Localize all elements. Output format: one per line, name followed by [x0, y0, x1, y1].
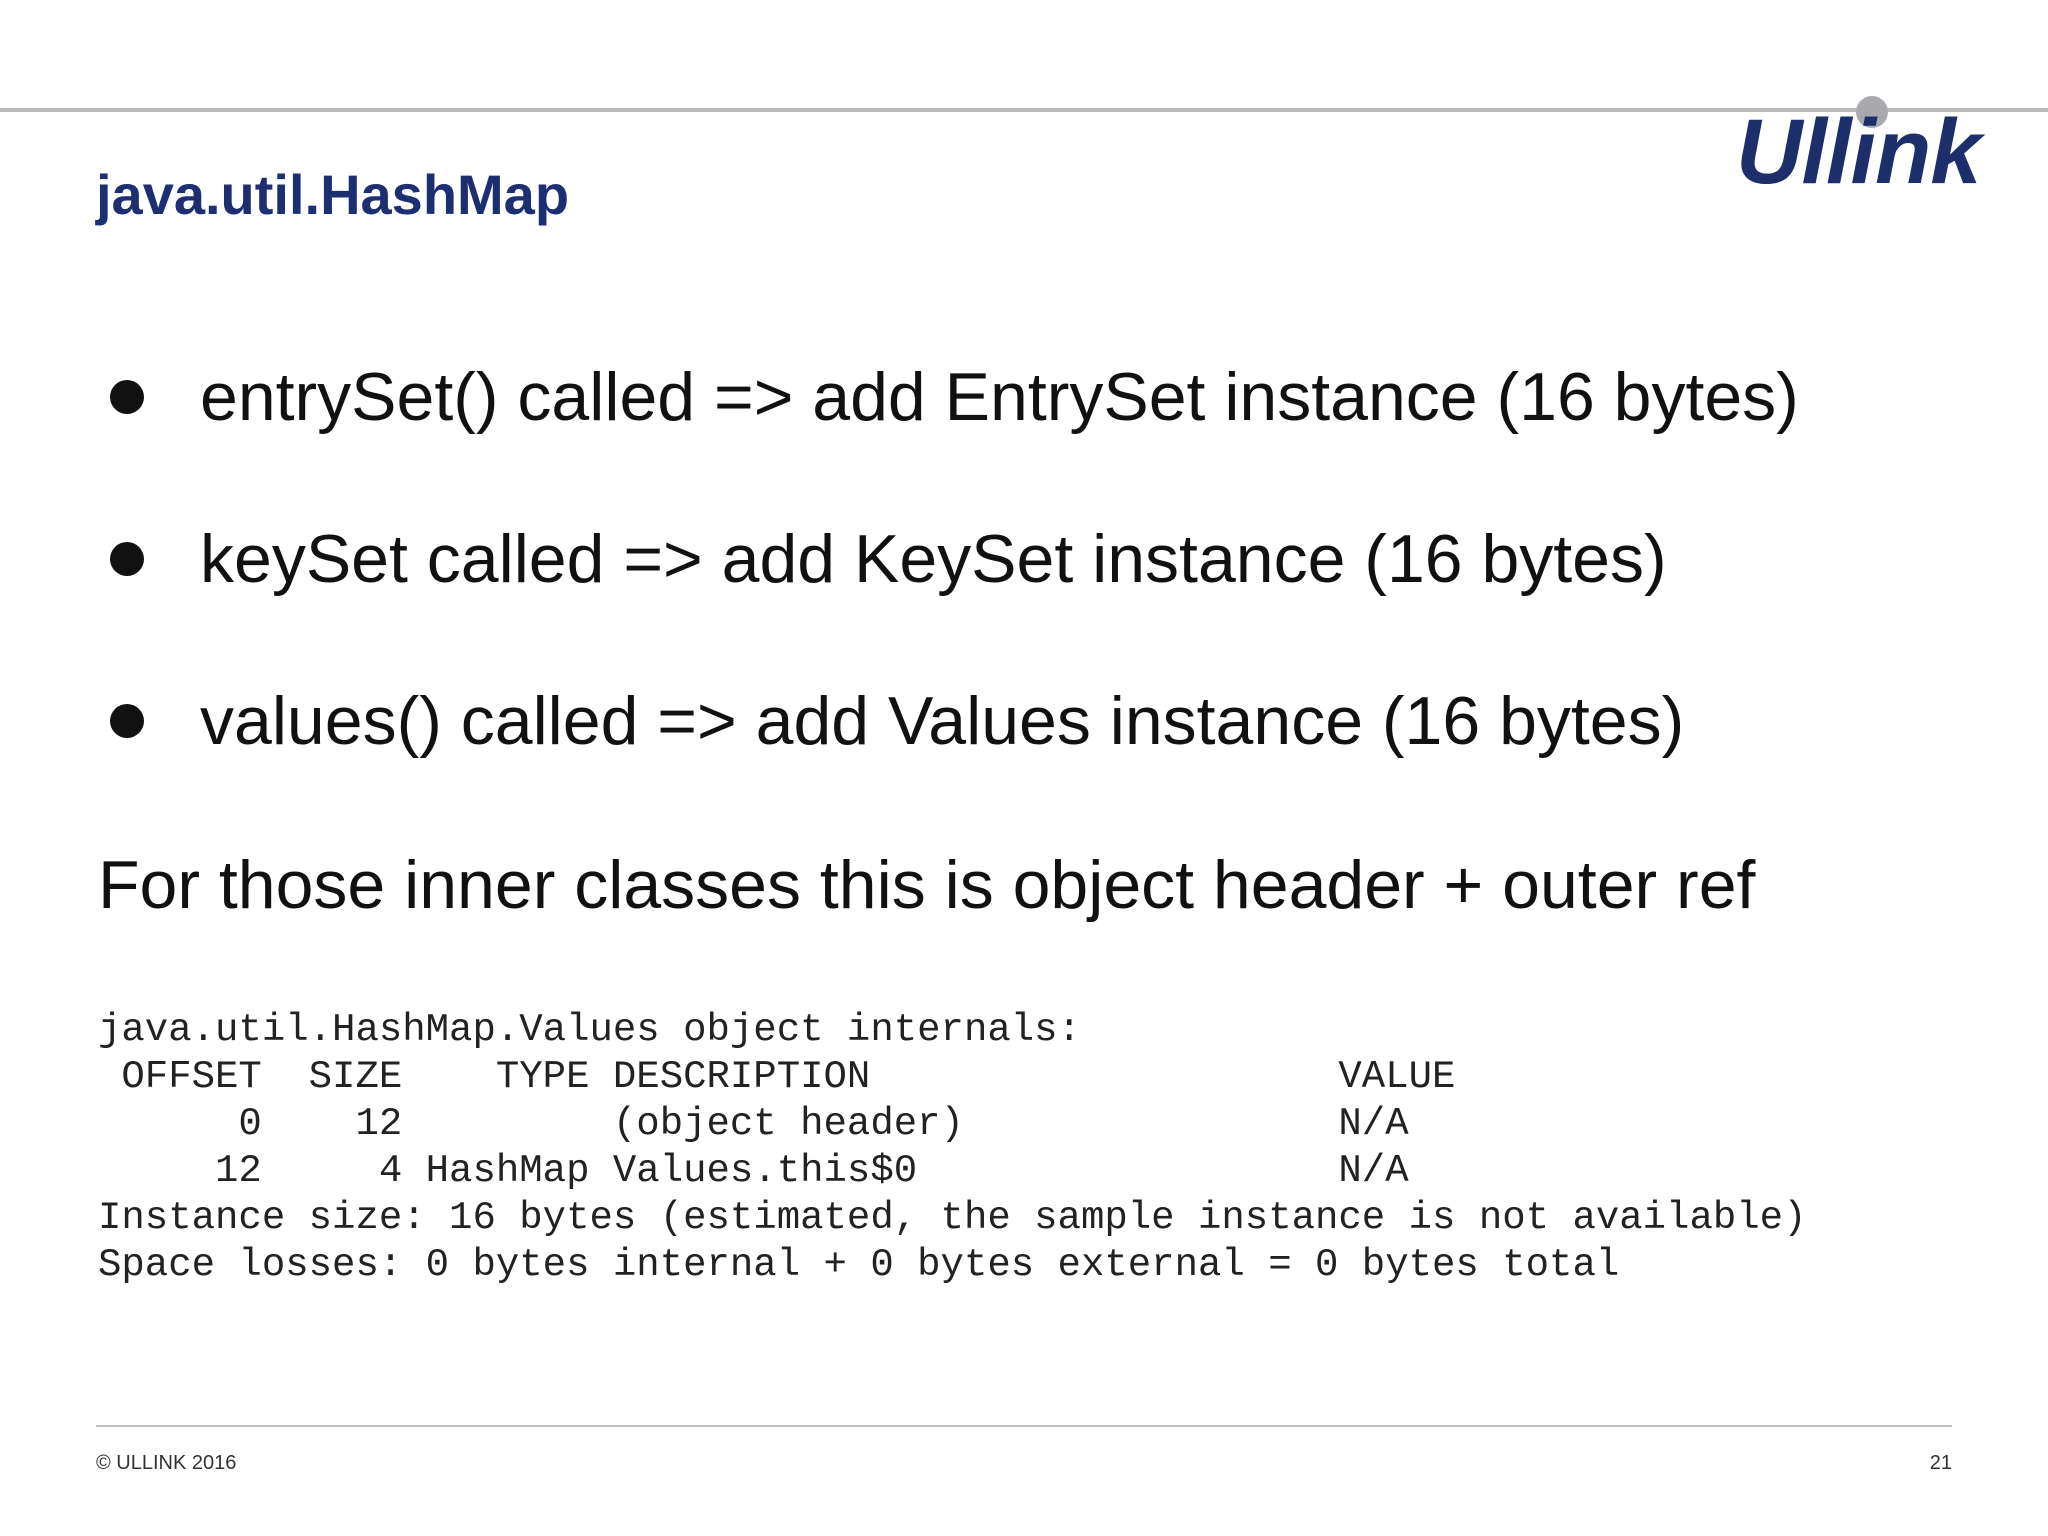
bullet-item: values() called => add Values instance (… — [0, 674, 2048, 836]
bullet-item: entrySet() called => add EntrySet instan… — [0, 350, 2048, 512]
bullet-text: keySet called => add KeySet instance (16… — [200, 521, 1667, 597]
code-line: 12 4 HashMap Values.this$0 N/A — [98, 1149, 1409, 1193]
bullet-text: entrySet() called => add EntrySet instan… — [200, 359, 1799, 435]
footer-divider — [96, 1425, 1952, 1427]
logo-dot — [1856, 96, 1888, 128]
page-number: 21 — [1929, 1452, 1952, 1474]
logo-wordmark: Ullink — [1736, 101, 1981, 203]
bullet-dot-icon — [110, 380, 144, 414]
ullink-logo: Ullink — [1720, 92, 2020, 202]
bullet-text: values() called => add Values instance (… — [200, 683, 1685, 759]
bullet-item: keySet called => add KeySet instance (16… — [0, 512, 2048, 674]
bullet-list: entrySet() called => add EntrySet instan… — [0, 350, 2048, 836]
footer-copyright: © ULLINK 2016 — [96, 1452, 237, 1474]
code-line: 0 12 (object header) N/A — [98, 1102, 1409, 1146]
summary-statement: For those inner classes this is object h… — [98, 847, 1756, 923]
code-line: Space losses: 0 bytes internal + 0 bytes… — [98, 1243, 1620, 1287]
code-block: java.util.HashMap.Values object internal… — [98, 1007, 1806, 1289]
slide-title: java.util.HashMap — [96, 163, 570, 226]
bullet-dot-icon — [110, 542, 144, 576]
bullet-dot-icon — [110, 704, 144, 738]
header-divider — [0, 108, 2048, 112]
code-line: Instance size: 16 bytes (estimated, the … — [98, 1196, 1807, 1240]
code-line: java.util.HashMap.Values object internal… — [98, 1008, 1081, 1052]
code-line: OFFSET SIZE TYPE DESCRIPTION VALUE — [98, 1055, 1456, 1099]
